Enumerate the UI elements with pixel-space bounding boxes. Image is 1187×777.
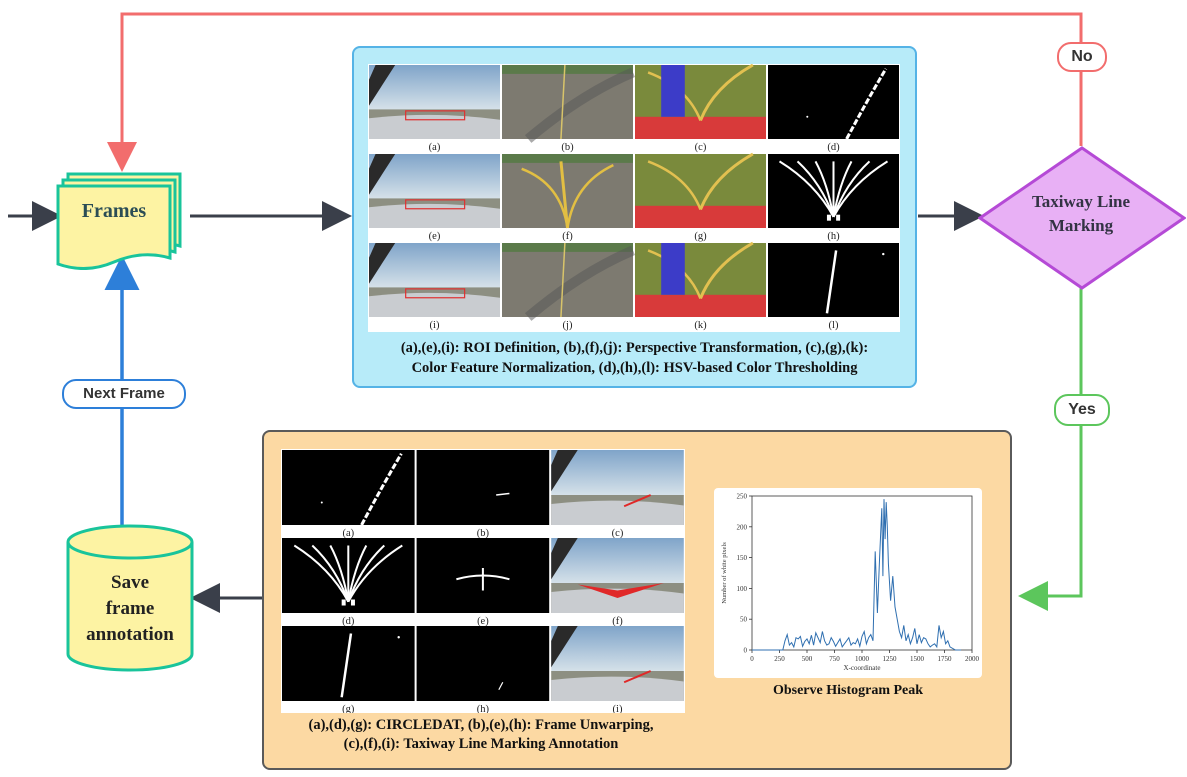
decision-node	[978, 146, 1186, 290]
annotation-thumbnail	[282, 450, 415, 526]
annotation-thumbnail-label: (b)	[477, 528, 490, 539]
annotation-thumbnail-label: (a)	[342, 528, 354, 539]
y-tick-label: 250	[737, 493, 748, 501]
preprocessing-thumbnail	[502, 154, 633, 229]
preprocessing-thumbnail	[635, 241, 766, 317]
preprocessing-caption: (a),(e),(i): ROI Definition, (b),(f),(j)…	[356, 338, 913, 378]
preprocessing-thumbnail	[369, 154, 500, 228]
preprocessing-thumbnail	[502, 64, 635, 143]
histogram-caption: Observe Histogram Peak	[772, 683, 924, 698]
save-label-line2: frame	[105, 598, 155, 619]
preprocessing-thumbnail-label: (f)	[562, 231, 573, 242]
decision-label-line1: Taxiway Line	[1031, 192, 1131, 211]
annotation-thumbnail	[551, 538, 684, 613]
save-label-line1: Save	[111, 572, 149, 593]
no-loop-arrow	[107, 12, 1083, 172]
annotation-caption-line2: (c),(f),(i): Taxiway Line Marking Annota…	[343, 736, 619, 752]
annotation-thumbnails: (a) (b) (c) (d) (e) (f) (g) (h) (i)	[282, 450, 684, 715]
annotation-grid: (a) (b) (c) (d) (e) (f) (g) (h) (i)	[281, 449, 685, 715]
preprocessing-thumbnail-label: (k)	[694, 320, 707, 331]
preprocessing-thumbnail	[502, 242, 635, 321]
annotation-thumbnail-label: (d)	[342, 616, 355, 627]
y-tick-label: 150	[737, 554, 748, 562]
histogram-chart: 0 250 500 750 1000 1250 1500 1750 2000 0 50 100 150 2…	[721, 493, 980, 673]
annotation-thumbnail-label: (h)	[477, 704, 490, 713]
annotation-thumbnail-label: (e)	[477, 616, 489, 627]
x-tick-label: 1000	[855, 655, 870, 663]
x-tick-label: 750	[829, 655, 840, 663]
y-axis-label: Number of white pixels	[721, 542, 728, 604]
x-axis-label: X-coordinate	[844, 664, 881, 672]
preprocessing-thumbnail-label: (c)	[695, 142, 707, 153]
yes-arrow	[1018, 288, 1083, 611]
y-tick-label: 100	[737, 585, 748, 593]
x-tick-label: 1750	[938, 655, 953, 663]
yes-label: Yes	[1054, 394, 1110, 426]
annotation-thumbnail-label: (c)	[612, 528, 624, 539]
preprocessing-thumbnail	[369, 65, 500, 139]
save-node	[66, 524, 194, 672]
annotation-thumbnail	[282, 626, 415, 701]
annotation-thumbnail	[551, 626, 684, 701]
preprocessing-thumbnail-label: (b)	[561, 142, 574, 153]
x-tick-label: 250	[774, 655, 785, 663]
x-tick-label: 1500	[910, 655, 925, 663]
preprocessing-thumbnail-label: (e)	[429, 231, 441, 242]
annotation-thumbnail	[416, 626, 550, 701]
save-label-line3: annotation	[86, 624, 174, 645]
annotation-thumbnail	[416, 450, 550, 525]
decision-label: Taxiway Line Marking	[1006, 190, 1156, 238]
preprocessing-thumbnail	[369, 243, 500, 317]
preprocessing-grid: (a) (b) (c) (d) (e) (f) (g) (h) (i) (j) (k) (l)	[368, 63, 900, 332]
x-tick-label: 1250	[883, 655, 898, 663]
histogram-card: 0 250 500 750 1000 1250 1500 1750 2000 0 50 100 150 2…	[714, 488, 982, 678]
x-tick-label: 0	[750, 655, 754, 663]
next-frame-label: Next Frame	[62, 379, 186, 409]
histogram-series-line	[752, 499, 961, 651]
annotation-thumbnail	[282, 538, 415, 613]
preprocessing-caption-line2: Color Feature Normalization, (d),(h),(l)…	[411, 360, 858, 376]
preprocessing-thumbnail-label: (g)	[694, 231, 707, 242]
decision-label-line2: Marking	[1048, 216, 1114, 235]
preprocessing-thumbnail	[768, 65, 899, 140]
preprocessing-thumbnail-label: (a)	[429, 142, 441, 153]
y-tick-label: 50	[740, 616, 748, 624]
no-label: No	[1057, 42, 1107, 72]
annotation-thumbnail-label: (g)	[342, 704, 355, 713]
preprocessing-thumbnails: (a) (b) (c) (d) (e) (f) (g) (h) (i) (j) (k) (l)	[369, 63, 899, 331]
annotation-caption-line1: (a),(d),(g): CIRCLEDAT, (b),(e),(h): Fra…	[308, 717, 654, 733]
preprocessing-thumbnail	[768, 243, 899, 317]
preprocessing-thumbnail-label: (j)	[563, 320, 573, 331]
annotation-thumbnail-label: (i)	[613, 704, 623, 713]
annotation-caption: (a),(d),(g): CIRCLEDAT, (b),(e),(h): Fra…	[266, 716, 696, 754]
annotation-thumbnail-label: (f)	[612, 616, 623, 627]
y-tick-label: 0	[744, 647, 748, 655]
preprocessing-thumbnail-label: (i)	[430, 320, 440, 331]
x-tick-label: 2000	[965, 655, 980, 663]
preprocessing-caption-line1: (a),(e),(i): ROI Definition, (b),(f),(j)…	[400, 340, 869, 356]
frames-label: Frames	[81, 200, 147, 222]
preprocessing-thumbnail	[635, 152, 766, 228]
x-tick-label: 500	[802, 655, 813, 663]
preprocessing-thumbnail-label: (l)	[829, 320, 839, 331]
preprocessing-thumbnail	[635, 63, 766, 139]
y-tick-label: 200	[737, 523, 748, 531]
annotation-thumbnail	[416, 538, 550, 613]
annotation-thumbnail	[551, 450, 684, 525]
preprocessing-thumbnail-label: (d)	[827, 142, 840, 153]
save-label: Save frame annotation	[64, 570, 196, 648]
preprocessing-thumbnail-label: (h)	[827, 231, 840, 242]
preprocessing-thumbnail	[768, 154, 899, 228]
frames-node	[56, 172, 182, 270]
